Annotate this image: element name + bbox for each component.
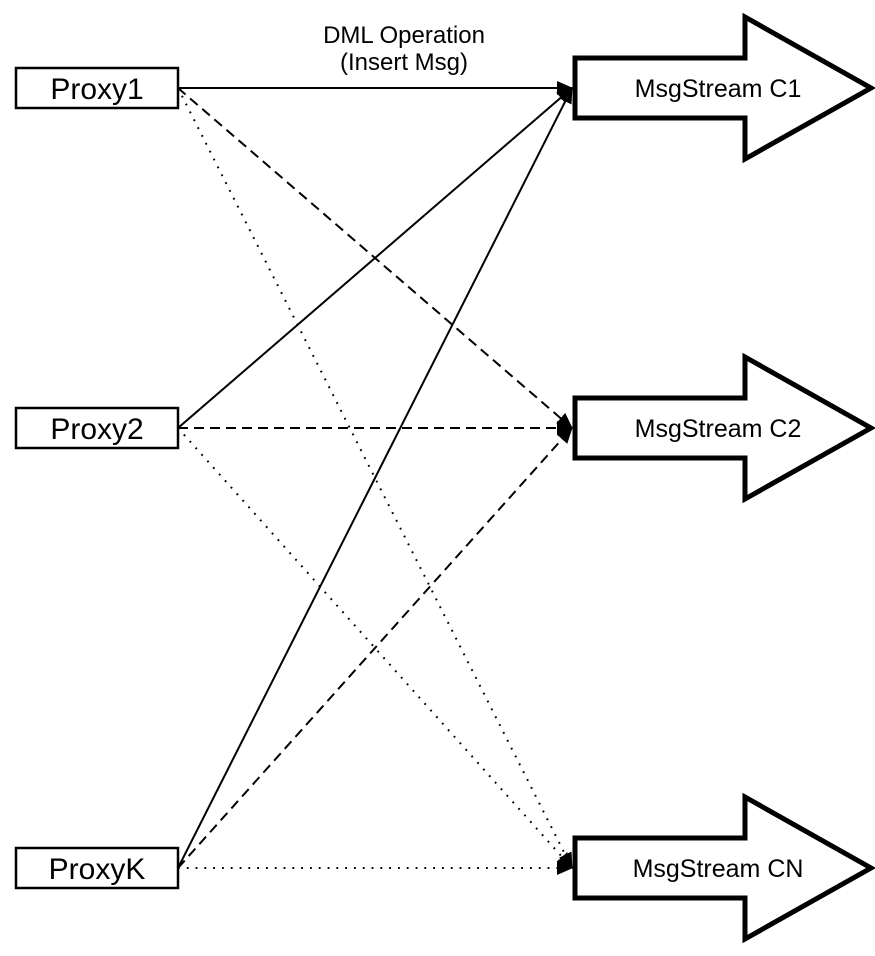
msgstream-cn-label: MsgStream CN xyxy=(633,855,804,883)
proxy2-box xyxy=(14,406,180,450)
edge-proxyk-to-c1 xyxy=(177,87,573,869)
msgstream-c2-node: MsgStream C2 xyxy=(572,352,875,504)
msgstream-cn-node: MsgStream CN xyxy=(572,792,875,944)
edge-proxy2-to-cn xyxy=(177,427,573,869)
msgstream-c1-node: MsgStream C1 xyxy=(572,12,875,164)
edge-layer xyxy=(177,81,573,875)
msgstream-c1-arrow-shape xyxy=(572,12,875,164)
msgstream-c1-label: MsgStream C1 xyxy=(635,75,802,103)
proxyk-node: ProxyK xyxy=(14,846,180,890)
proxy1-box xyxy=(14,66,180,110)
msgstream-cn-arrow-shape xyxy=(572,792,875,944)
proxyk-box xyxy=(14,846,180,890)
edge-proxyk-to-c2 xyxy=(177,427,573,869)
edge-proxy2-to-c1 xyxy=(177,87,573,429)
proxy1-label: Proxy1 xyxy=(50,73,143,106)
proxy2-node: Proxy2 xyxy=(14,406,180,450)
proxy2-label: Proxy2 xyxy=(50,413,143,446)
diagram-title-line1: DML Operation xyxy=(323,22,485,49)
proxyk-label: ProxyK xyxy=(49,853,146,886)
diagram-title-line2: (Insert Msg) xyxy=(340,49,468,76)
msgstream-c2-arrow-shape xyxy=(572,352,875,504)
msgstream-c2-label: MsgStream C2 xyxy=(635,415,802,443)
proxy1-node: Proxy1 xyxy=(14,66,180,110)
